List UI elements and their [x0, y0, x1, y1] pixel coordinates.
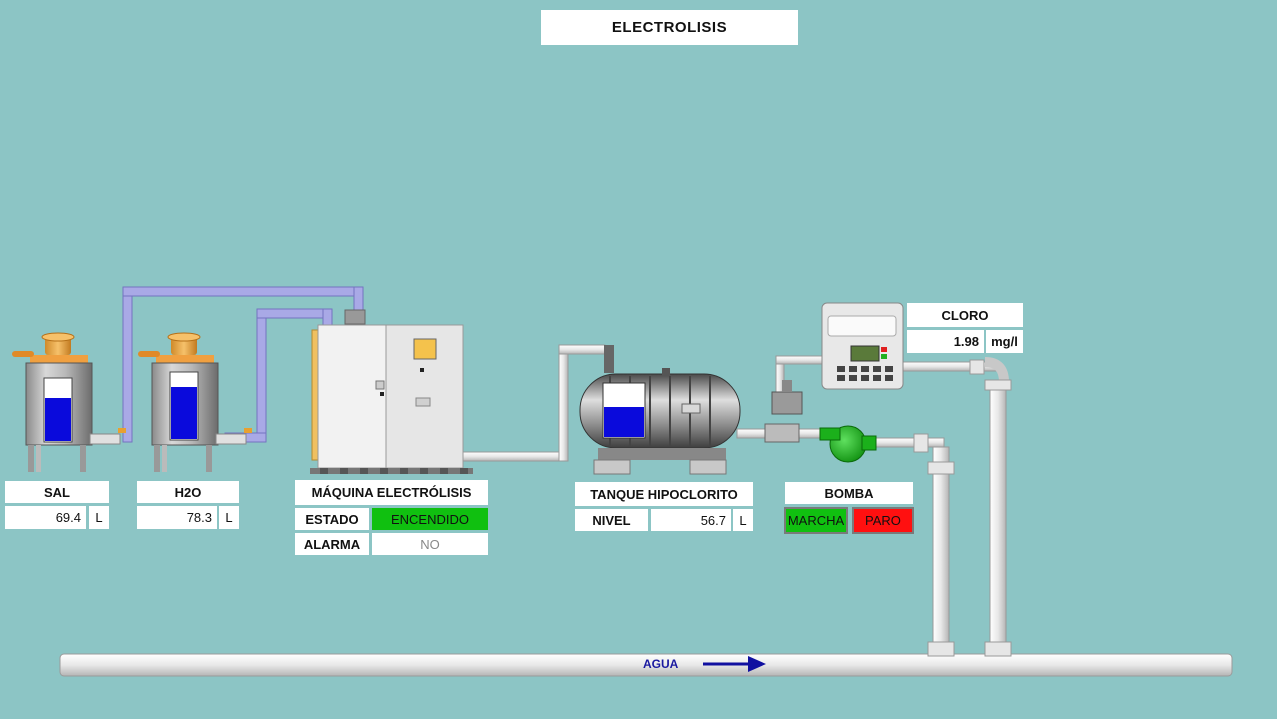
sal-level-unit: L [89, 506, 109, 529]
machine-alarma-value: NO [372, 533, 488, 555]
h2o-level-unit: L [219, 506, 239, 529]
machine-estado-label: ESTADO [295, 508, 369, 530]
hypo-nivel-label: NIVEL [575, 509, 648, 531]
pump-start-button[interactable]: MARCHA [784, 507, 848, 534]
hypo-level-fill [604, 407, 644, 437]
process-pipe-1 [462, 344, 614, 462]
machine-estado-value: ENCENDIDO [372, 508, 488, 530]
hypochlorite-tank [579, 368, 741, 475]
water-flow-label: AGUA [643, 657, 679, 671]
sal-level-fill [45, 398, 71, 441]
brine-pipes [122, 286, 364, 443]
process-pipe-2 [736, 355, 955, 657]
chlorine-analyzer-icon [821, 302, 904, 390]
chlorine-value: 1.98 [907, 330, 984, 353]
sal-tank [12, 332, 126, 472]
machine-title: MÁQUINA ELECTRÓLISIS [295, 480, 488, 505]
h2o-level-value: 78.3 [137, 506, 217, 529]
h2o-tank [138, 332, 252, 472]
pump-title: BOMBA [785, 482, 913, 504]
process-pipe-3 [901, 357, 1012, 657]
sal-level-value: 69.4 [5, 506, 86, 529]
pump-icon [819, 425, 877, 463]
h2o-level-fill [171, 387, 197, 439]
water-main-pipe [59, 653, 1233, 677]
hypo-tank-title: TANQUE HIPOCLORITO [575, 482, 753, 506]
chlorine-title: CLORO [907, 303, 1023, 327]
chlorine-unit: mg/l [986, 330, 1023, 353]
sal-tank-label: SAL [5, 481, 109, 503]
hypo-nivel-unit: L [733, 509, 753, 531]
page-title: ELECTROLISIS [541, 10, 798, 45]
electrolysis-machine [310, 309, 473, 474]
hypo-nivel-value: 56.7 [651, 509, 731, 531]
pump-stop-button[interactable]: PARO [852, 507, 914, 534]
h2o-tank-label: H2O [137, 481, 239, 503]
machine-alarma-label: ALARMA [295, 533, 369, 555]
flow-arrow-icon [703, 656, 766, 672]
